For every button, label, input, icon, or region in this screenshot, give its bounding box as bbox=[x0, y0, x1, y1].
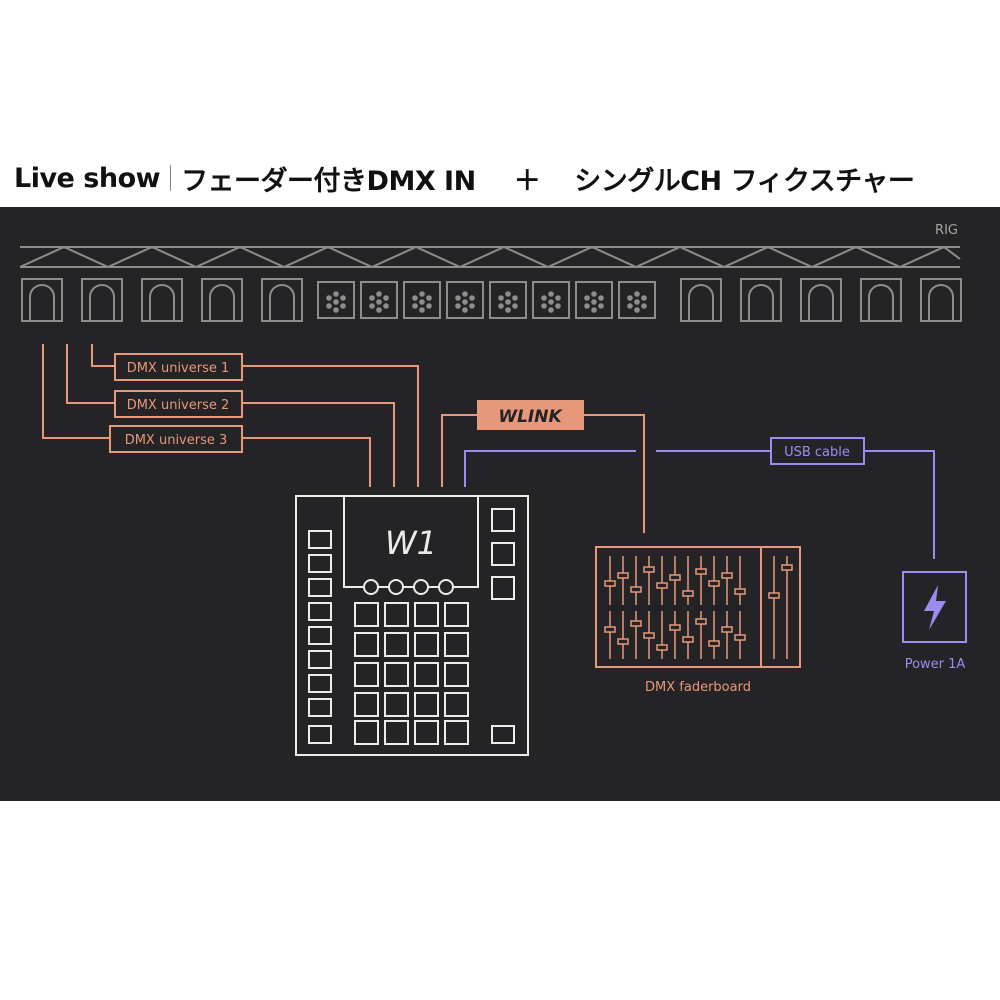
power-label: Power 1A bbox=[905, 657, 966, 672]
faderboard-label: DMX faderboard bbox=[645, 680, 751, 695]
led-fixture bbox=[618, 281, 656, 319]
spot-fixture bbox=[21, 278, 63, 322]
diagram-panel: RIG bbox=[0, 207, 1000, 801]
spot-fixture bbox=[920, 278, 962, 322]
title-single-ch-fixture: シングルCH フィクスチャー bbox=[574, 165, 915, 197]
dmx-cables bbox=[42, 344, 645, 533]
led-fixture bbox=[489, 281, 527, 319]
rig-truss bbox=[19, 245, 961, 269]
w1-encoders bbox=[363, 579, 454, 595]
rig-label: RIG bbox=[935, 223, 958, 238]
lightning-icon bbox=[924, 585, 946, 630]
fader-bank-bottom bbox=[604, 611, 746, 659]
dmx-faderboard bbox=[595, 546, 801, 668]
led-fixture bbox=[446, 281, 484, 319]
spot-fixture bbox=[860, 278, 902, 322]
diagram-canvas: RIG bbox=[19, 223, 967, 756]
usb-cable-label: USB cable bbox=[784, 445, 850, 460]
spot-fixture bbox=[740, 278, 782, 322]
usb-cable bbox=[464, 450, 935, 559]
spot-fixture bbox=[141, 278, 183, 322]
led-fixture bbox=[532, 281, 570, 319]
w1-device: W1 bbox=[295, 495, 529, 756]
fader-bank-top bbox=[604, 556, 746, 605]
spot-fixture bbox=[81, 278, 123, 322]
dmx-universe-1-box: DMX universe 1 bbox=[114, 353, 243, 381]
title-fader-dmx-in: フェーダー付きDMX IN bbox=[181, 165, 476, 197]
spot-fixture bbox=[261, 278, 303, 322]
spot-fixture bbox=[201, 278, 243, 322]
spot-fixture bbox=[680, 278, 722, 322]
w1-right-buttons bbox=[491, 508, 515, 744]
dmx-universe-3-label: DMX universe 3 bbox=[125, 433, 228, 448]
title-separator bbox=[170, 165, 172, 191]
spot-fixtures-left bbox=[21, 278, 303, 322]
dmx-universe-2-box: DMX universe 2 bbox=[114, 390, 243, 418]
led-fixture bbox=[317, 281, 355, 319]
w1-left-buttons bbox=[308, 530, 332, 744]
spot-fixture bbox=[800, 278, 842, 322]
spot-fixtures-right bbox=[680, 278, 962, 322]
master-faders bbox=[768, 556, 793, 659]
page-title: Live show フェーダー付きDMX IN ＋ シングルCH フィクスチャー bbox=[14, 158, 915, 198]
wlink-badge: WLINK bbox=[477, 400, 584, 430]
usb-cable-box: USB cable bbox=[770, 437, 865, 465]
w1-pad-grid bbox=[354, 602, 469, 745]
power-supply bbox=[902, 571, 967, 643]
title-plus: ＋ bbox=[513, 165, 541, 197]
w1-logo: W1 bbox=[385, 524, 437, 562]
wlink-label: WLINK bbox=[498, 407, 563, 427]
led-fixture bbox=[403, 281, 441, 319]
dmx-universe-3-box: DMX universe 3 bbox=[109, 425, 243, 453]
dmx-universe-1-label: DMX universe 1 bbox=[127, 361, 230, 376]
led-fixture bbox=[360, 281, 398, 319]
led-fixture bbox=[575, 281, 613, 319]
w1-screen bbox=[343, 495, 479, 588]
dmx-universe-2-label: DMX universe 2 bbox=[127, 398, 230, 413]
led-fixtures bbox=[317, 281, 656, 319]
title-live-show: Live show bbox=[14, 162, 161, 194]
